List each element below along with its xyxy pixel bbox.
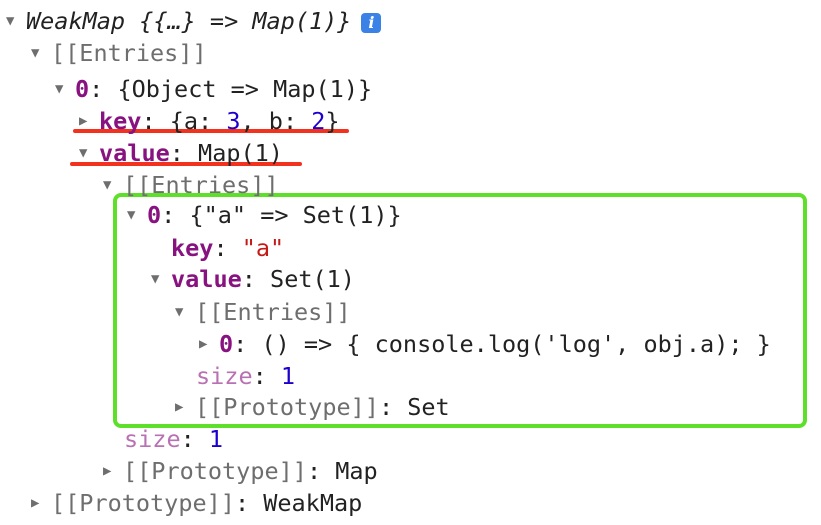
collapsed-arrow-icon[interactable]: ▶ bbox=[79, 113, 88, 129]
info-icon[interactable]: i bbox=[361, 12, 382, 33]
map-size: size: 1 bbox=[124, 425, 224, 453]
weakmap-prototype[interactable]: ▶[[Prototype]]: WeakMap bbox=[31, 489, 363, 517]
collapsed-arrow-icon[interactable]: ▶ bbox=[199, 336, 208, 352]
set-entries[interactable]: ▼[[Entries]] bbox=[175, 298, 351, 326]
map-prototype[interactable]: ▶[[Prototype]]: Map bbox=[103, 457, 378, 485]
expanded-arrow-icon[interactable]: ▼ bbox=[151, 271, 160, 287]
expanded-arrow-icon[interactable]: ▼ bbox=[31, 45, 40, 61]
expanded-arrow-icon[interactable]: ▼ bbox=[175, 304, 184, 320]
weakmap-entries[interactable]: ▼[[Entries]] bbox=[31, 39, 207, 67]
expanded-arrow-icon[interactable]: ▼ bbox=[55, 81, 64, 97]
map-entry-key: key: "a" bbox=[171, 234, 285, 262]
collapsed-arrow-icon[interactable]: ▶ bbox=[103, 463, 112, 479]
expanded-arrow-icon[interactable]: ▼ bbox=[127, 207, 136, 223]
map-entries[interactable]: ▼[[Entries]] bbox=[103, 171, 279, 199]
expanded-arrow-icon[interactable]: ▼ bbox=[103, 177, 112, 193]
entry-key[interactable]: ▶key: {a: 3, b: 2} bbox=[79, 107, 340, 135]
collapsed-arrow-icon[interactable]: ▶ bbox=[31, 495, 40, 511]
set-size: size: 1 bbox=[196, 362, 296, 390]
key-underline bbox=[73, 129, 349, 133]
map-entry-value[interactable]: ▼value: Set(1) bbox=[151, 265, 355, 293]
set-entry-0[interactable]: ▶0: () => { console.log('log', obj.a); } bbox=[199, 330, 771, 358]
highlight-box bbox=[113, 193, 807, 428]
value-underline bbox=[70, 162, 302, 166]
expanded-arrow-icon[interactable]: ▼ bbox=[6, 13, 15, 29]
entry-0[interactable]: ▼0: {Object => Map(1)} bbox=[55, 75, 373, 103]
set-prototype[interactable]: ▶[[Prototype]]: Set bbox=[175, 393, 450, 421]
expanded-arrow-icon[interactable]: ▼ bbox=[79, 145, 88, 161]
map-entry-0[interactable]: ▼0: {"a" => Set(1)} bbox=[127, 201, 402, 229]
collapsed-arrow-icon[interactable]: ▶ bbox=[175, 399, 184, 415]
weakmap-root[interactable]: ▼WeakMap {{…} => Map(1)}i bbox=[6, 5, 382, 37]
entry-value[interactable]: ▼value: Map(1) bbox=[79, 139, 283, 167]
